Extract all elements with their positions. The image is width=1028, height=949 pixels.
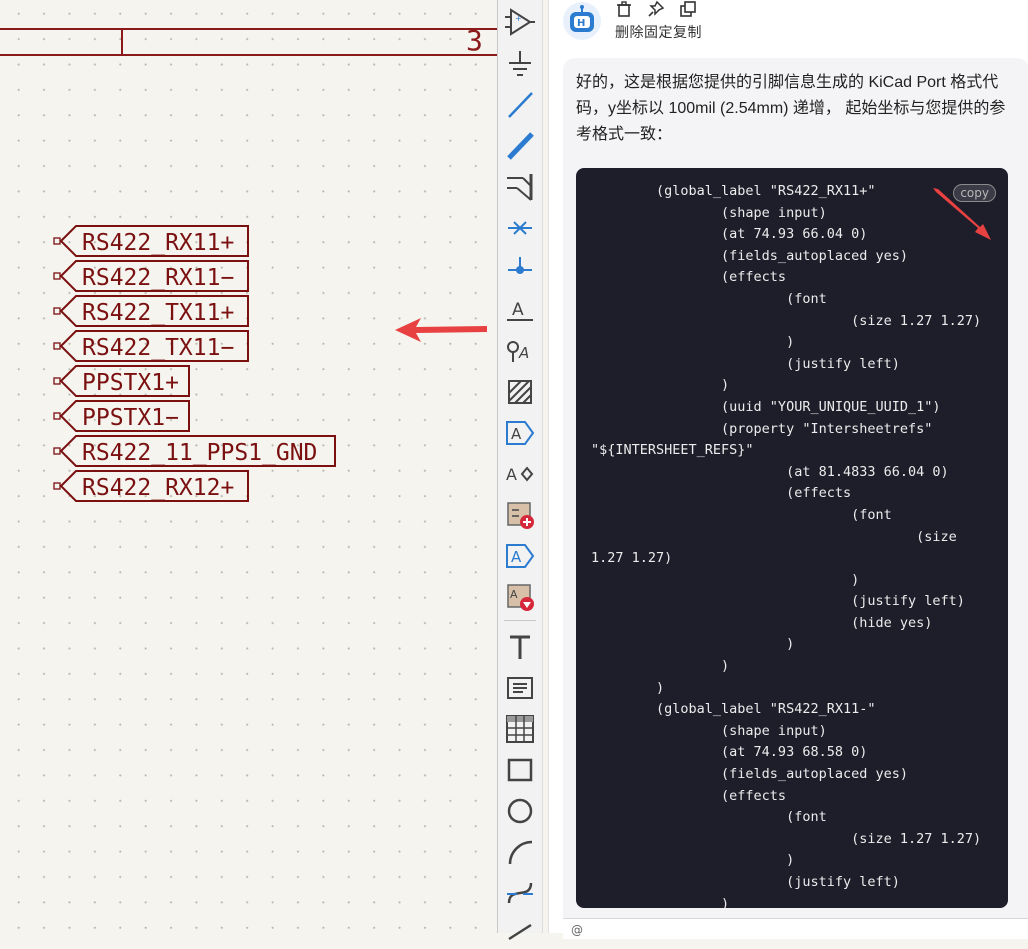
chat-input-bar[interactable]: @ [563, 918, 1028, 939]
svg-text:A: A [512, 300, 524, 320]
code-content: (global_label "RS422_RX11+" (shape input… [591, 183, 982, 908]
svg-text:A: A [511, 548, 522, 566]
global-label[interactable]: RS422_TX11+ [53, 295, 249, 327]
label-anchor-point [53, 237, 61, 245]
sheet-zone-number: 3 [466, 24, 483, 57]
global-label-outline [59, 330, 249, 362]
add-hier-pin-icon[interactable]: A [501, 538, 539, 574]
add-text-icon[interactable] [501, 629, 539, 665]
add-sheet-icon[interactable] [501, 497, 539, 533]
sheet-zone-divider [121, 28, 123, 54]
add-circle-icon[interactable] [501, 793, 539, 829]
assistant-message-bubble: 好的，这是根据您提供的引脚信息生成的 KiCad Port 格式代码，y坐标以 … [563, 58, 1028, 933]
global-label-text: PPSTX1+ [82, 370, 179, 396]
add-power-icon[interactable] [501, 46, 539, 82]
global-label-text: RS422_RX11− [82, 265, 234, 291]
add-arc-icon[interactable] [501, 834, 539, 870]
global-label-text: RS422_11_PPS1_GND [82, 440, 317, 466]
label-anchor-point [53, 482, 61, 490]
add-class-directive-icon[interactable]: A [501, 333, 539, 369]
copy-icon[interactable] [679, 0, 697, 18]
global-label[interactable]: RS422_RX11− [53, 260, 249, 292]
chat-panel: H 删除固定复制 好的，这是根据您提供的引脚信息生成的 KiCad Port 格… [548, 0, 1028, 939]
svg-text:+: + [515, 14, 522, 23]
add-textbox-icon[interactable] [501, 670, 539, 706]
add-junction-icon[interactable] [501, 251, 539, 287]
add-symbol-icon[interactable]: + [501, 4, 539, 40]
pin-icon[interactable] [647, 0, 665, 18]
label-anchor-point [53, 377, 61, 385]
global-labels-layer: RS422_RX11+ RS422_RX11− RS422_TX11+ RS422_T… [53, 225, 336, 502]
label-anchor-point [53, 272, 61, 280]
global-label-text: PPSTX1− [82, 405, 179, 431]
add-rule-area-icon[interactable] [501, 374, 539, 410]
label-anchor-point [53, 307, 61, 315]
add-table-icon[interactable] [501, 711, 539, 747]
global-label-outline [59, 260, 249, 292]
right-toolbar: + A A A A A A [497, 0, 543, 941]
label-anchor-point [53, 412, 61, 420]
label-anchor-point [53, 342, 61, 350]
add-global-label-icon[interactable]: A [501, 415, 539, 451]
global-label[interactable]: PPSTX1+ [53, 365, 190, 397]
global-label-text: RS422_TX11− [82, 335, 234, 361]
global-label-outline [59, 400, 190, 432]
svg-text:H: H [577, 18, 585, 29]
add-no-connect-icon[interactable] [501, 210, 539, 246]
global-label-outline [59, 435, 336, 467]
global-label[interactable]: RS422_RX12+ [53, 470, 249, 502]
toolbar-separator [504, 620, 536, 621]
label-anchor-point [53, 447, 61, 455]
add-bus-entry-icon[interactable] [501, 169, 539, 205]
global-label[interactable]: RS422_TX11− [53, 330, 249, 362]
global-label-text: RS422_RX12+ [82, 475, 234, 501]
global-label[interactable]: RS422_11_PPS1_GND [53, 435, 336, 467]
global-label-text: RS422_TX11+ [82, 300, 234, 326]
delete-icon[interactable] [615, 0, 633, 18]
svg-text:A: A [518, 344, 529, 362]
add-hier-label-icon[interactable]: A [501, 456, 539, 492]
assistant-message-text: 好的，这是根据您提供的引脚信息生成的 KiCad Port 格式代码，y坐标以 … [576, 74, 1006, 143]
svg-text:A: A [511, 425, 522, 443]
attachment-icon[interactable]: @ [571, 923, 583, 937]
sheet-border-line [0, 28, 497, 30]
red-arrow-left-annotation [395, 318, 487, 342]
message-actions-label: 删除固定复制 [615, 24, 702, 40]
assistant-avatar: H [563, 2, 601, 40]
add-rectangle-icon[interactable] [501, 752, 539, 788]
add-bus-icon[interactable] [501, 128, 539, 164]
message-actions [615, 0, 697, 18]
global-label-outline [59, 295, 249, 327]
code-copy-button[interactable]: copy [953, 184, 996, 202]
red-arrow-annotation [933, 188, 991, 240]
global-label-outline [59, 470, 249, 502]
add-line-icon[interactable] [501, 913, 539, 949]
global-label[interactable]: PPSTX1− [53, 400, 190, 432]
add-net-label-icon[interactable]: A [501, 292, 539, 328]
add-wire-icon[interactable] [501, 87, 539, 123]
global-label-text: RS422_RX11+ [82, 230, 234, 256]
global-label-outline [59, 225, 249, 257]
schematic-canvas[interactable]: 3 RS422_RX11+RS422_RX11−RS422_TX11+RS422… [0, 0, 497, 933]
svg-text:A: A [510, 588, 518, 601]
sheet-border-line [0, 54, 497, 56]
global-label-outline [59, 365, 190, 397]
global-label[interactable]: RS422_RX11+ [53, 225, 249, 257]
svg-text:A: A [506, 465, 517, 484]
add-bezier-icon[interactable] [501, 875, 539, 911]
code-block: (global_label "RS422_RX11+" (shape input… [576, 168, 1008, 908]
import-sheet-pin-icon[interactable]: A [501, 579, 539, 615]
